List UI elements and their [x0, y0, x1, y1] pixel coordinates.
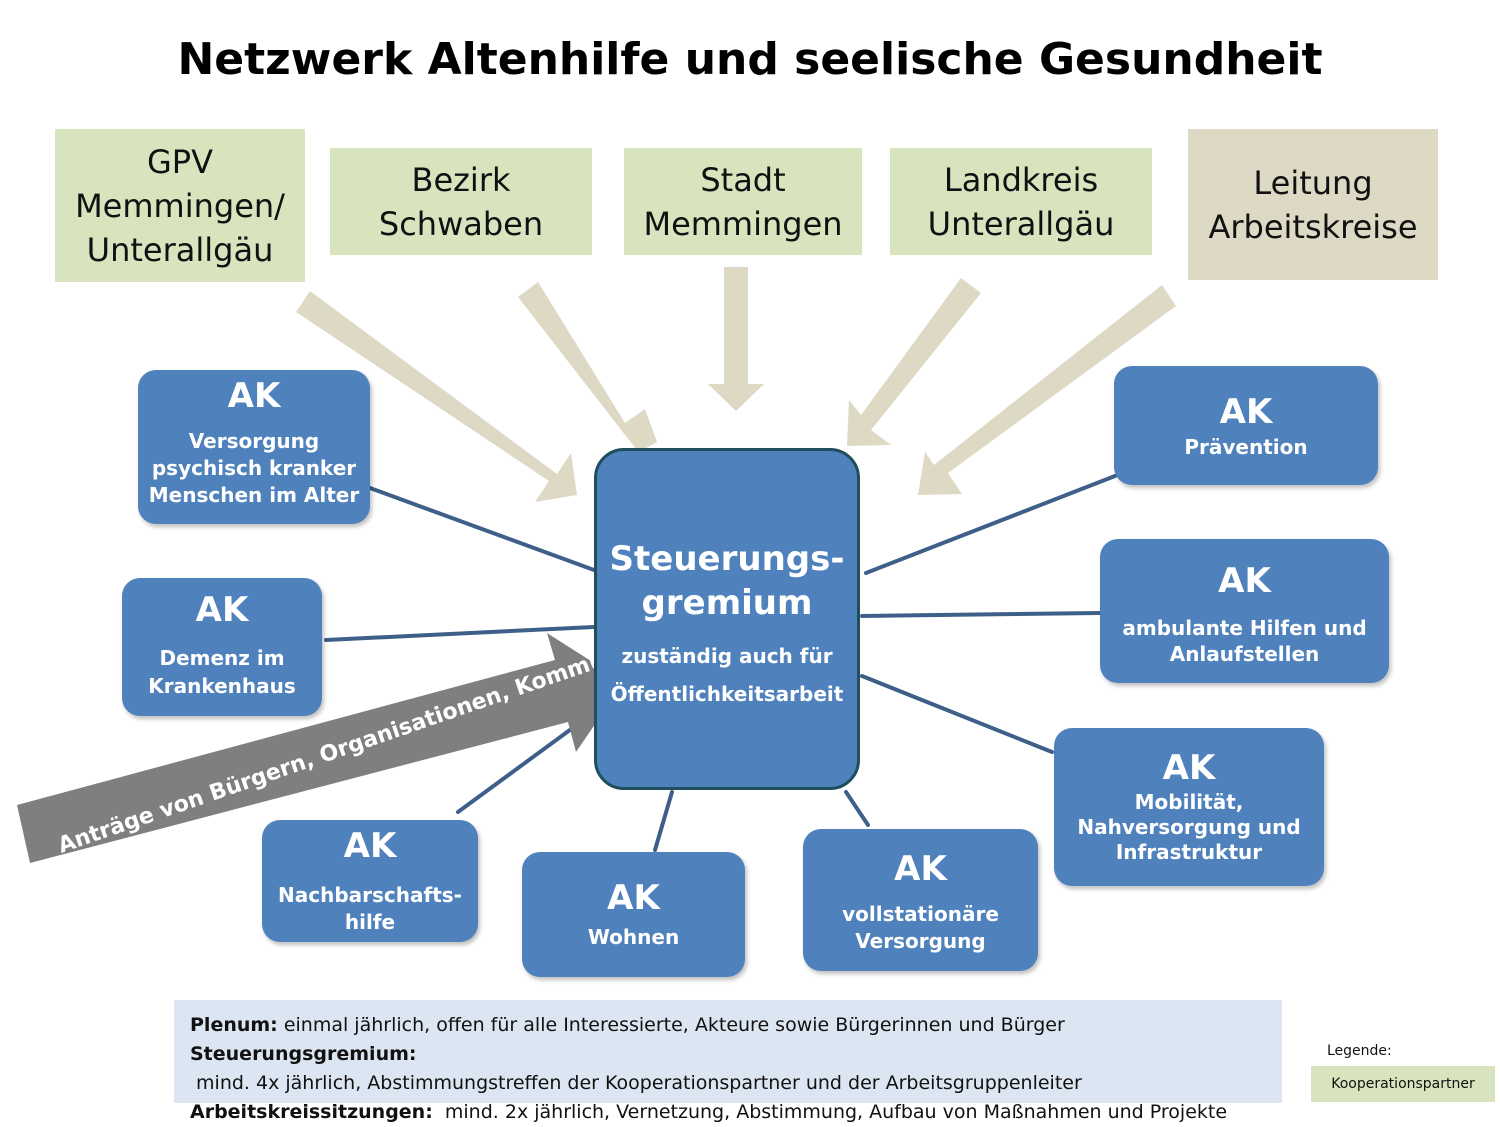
partner-landkreis: Landkreis Unterallgäu [890, 148, 1152, 255]
partner-landkreis-label: Landkreis Unterallgäu [927, 160, 1115, 243]
legend-item-label: Kooperationspartner [1331, 1076, 1475, 1092]
partner-leitung-label: Leitung Arbeitskreise [1208, 163, 1418, 246]
ak-head: AK [1219, 392, 1273, 432]
partner-leitung: Leitung Arbeitskreise [1188, 129, 1438, 280]
ak-praevention: AK Prävention [1114, 366, 1378, 485]
arrow-leitung [918, 285, 1176, 495]
ak-ambulant: AK ambulante Hilfen und Anlaufstellen [1100, 539, 1389, 683]
ak-demenz: AK Demenz im Krankenhaus [122, 578, 322, 716]
connector-wohnen [653, 790, 674, 852]
diagram-title: Netzwerk Altenhilfe und seelische Gesund… [177, 34, 1323, 85]
ak-head: AK [894, 849, 947, 889]
arrow-stadt [708, 267, 764, 411]
ak-head: AK [195, 590, 249, 630]
info-steuerungsgremium-text: mind. 4x jährlich, Abstimmungstreffen de… [190, 1072, 1082, 1094]
partner-bezirk-label: Bezirk Schwaben [378, 160, 544, 243]
central-title: Steuerungs- gremium [609, 539, 845, 623]
info-arbeitskreissitzungen-label: Arbeitskreissitzungen: [190, 1101, 433, 1123]
connector-versorgung [368, 486, 596, 572]
connector-mobilitaet [860, 674, 1054, 754]
info-plenum: Plenum: einmal jährlich, offen für alle … [190, 1011, 1266, 1040]
ak-versorgung: AK Versorgung psychisch kranker Menschen… [138, 370, 370, 524]
connector-ambulant [860, 611, 1102, 618]
partner-gpv: GPV Memmingen/ Unterallgäu [55, 129, 305, 282]
arrow-gpv [296, 291, 577, 502]
ak-demenz-desc: Demenz im Krankenhaus [148, 646, 296, 698]
info-arbeitskreissitzungen-text: mind. 2x jährlich, Vernetzung, Abstimmun… [432, 1101, 1228, 1123]
ak-vollstationaer: AK vollstationäre Versorgung [803, 829, 1038, 971]
info-arbeitskreissitzungen: Arbeitskreissitzungen: mind. 2x jährlich… [190, 1098, 1266, 1127]
input-arrow [17, 633, 624, 863]
ak-mobilitaet-desc: Mobilität, Nahversorgung und Infrastrukt… [1077, 790, 1301, 864]
ak-ambulant-desc: ambulante Hilfen und Anlaufstellen [1122, 616, 1367, 666]
partner-stadt-label: Stadt Memmingen [643, 160, 843, 243]
partner-gpv-label: GPV Memmingen/ Unterallgäu [75, 142, 285, 269]
ak-head: AK [343, 826, 397, 866]
legend-item-kooperationspartner: Kooperationspartner [1311, 1066, 1495, 1102]
ak-mobilitaet: AK Mobilität, Nahversorgung und Infrastr… [1054, 728, 1324, 886]
arrow-landkreis [847, 278, 981, 446]
info-steuerungsgremium: Steuerungsgremium: mind. 4x jährlich, Ab… [190, 1040, 1266, 1098]
ak-wohnen-desc: Wohnen [587, 925, 680, 949]
central-subtitle: zuständig auch für Öffentlichkeitsarbeit [610, 644, 844, 706]
ak-praevention-desc: Prävention [1184, 435, 1308, 459]
connector-demenz [324, 625, 596, 642]
ak-wohnen: AK Wohnen [522, 852, 745, 977]
legend-title: Legende: [1327, 1043, 1392, 1059]
ak-head: AK [1218, 561, 1271, 601]
ak-head: AK [607, 878, 660, 918]
arrow-bezirk [518, 282, 657, 464]
steuerungsgremium: Steuerungs- gremium zuständig auch für Ö… [594, 448, 860, 790]
ak-versorgung-desc: Versorgung psychisch kranker Menschen im… [148, 429, 360, 507]
meeting-info-panel: Plenum: einmal jährlich, offen für alle … [174, 1000, 1282, 1123]
ak-vollstationaer-desc: vollstationäre Versorgung [842, 902, 999, 953]
ak-nachbarschaft: AK Nachbarschafts- hilfe [262, 820, 478, 942]
partner-stadt: Stadt Memmingen [624, 148, 862, 255]
info-plenum-label: Plenum: [190, 1014, 278, 1036]
ak-nachbarschaft-desc: Nachbarschafts- hilfe [278, 883, 462, 934]
ak-head: AK [227, 376, 281, 416]
info-plenum-text: einmal jährlich, offen für alle Interess… [277, 1014, 1065, 1036]
partner-bezirk: Bezirk Schwaben [330, 148, 592, 255]
ak-head: AK [1162, 748, 1216, 788]
connector-vollstationaer [844, 790, 870, 827]
info-steuerungsgremium-label: Steuerungsgremium: [190, 1043, 417, 1065]
connector-praevention [864, 474, 1117, 575]
